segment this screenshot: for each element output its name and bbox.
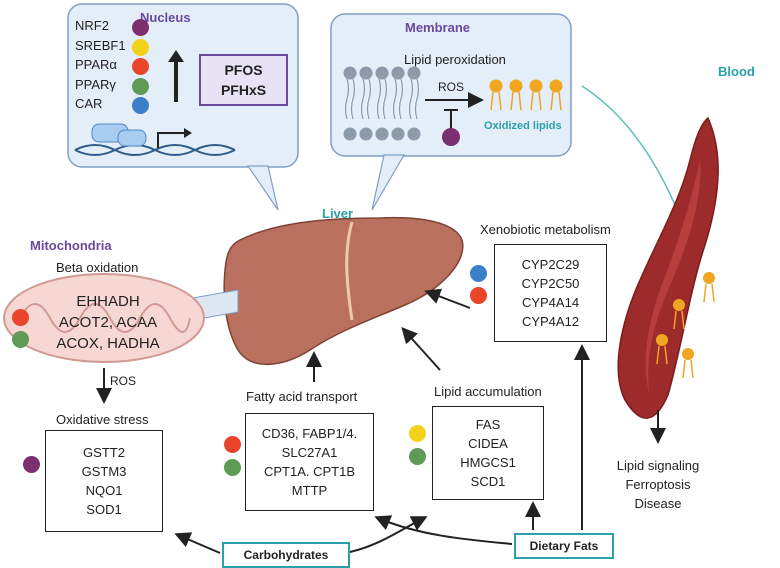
outcome-lipid-signaling: Lipid signaling: [616, 458, 700, 473]
fatty-acid-gene-box: CD36, FABP1/4. SLC27A1 CPT1A. CPT1B MTTP: [245, 413, 374, 511]
liver-title: Liver: [322, 206, 354, 221]
lipid-accumulation-title: Lipid accumulation: [434, 384, 542, 399]
oxidative-gene: NQO1: [85, 483, 123, 498]
lipid-accumulation-gene-box: FAS CIDEA HMGCS1 SCD1: [432, 406, 544, 500]
nucleus-factor-label: PPARγ: [75, 76, 116, 92]
mitochondria-title: Mitochondria: [30, 238, 112, 253]
ppara-dot: [470, 287, 487, 304]
nrf2-dot: [132, 19, 149, 36]
ppara-dot: [132, 58, 149, 75]
dietary-fats-box: Dietary Fats: [514, 533, 614, 559]
pparg-dot: [409, 448, 426, 465]
membrane-title: Membrane: [405, 20, 471, 35]
srebf1-dot: [409, 425, 426, 442]
fatty-gene: CPT1A. CPT1B: [263, 464, 356, 479]
nucleus-factor-label: SREBF1: [75, 37, 126, 53]
mito-ros-label: ROS: [110, 374, 137, 388]
srebf1-dot: [132, 38, 149, 56]
xenobiotic-gene-box: CYP2C29 CYP2C50 CYP4A14 CYP4A12: [494, 244, 607, 342]
xeno-gene: CYP4A12: [521, 314, 580, 329]
fatty-acid-transport-title: Fatty acid transport: [246, 389, 358, 404]
blood-title: Blood: [718, 64, 755, 79]
oxidative-gene: SOD1: [86, 502, 122, 517]
fatty-gene: MTTP: [291, 483, 328, 498]
car-dot: [470, 265, 487, 282]
nucleus-factor-label: PPARα: [75, 57, 117, 72]
xeno-gene: CYP4A14: [521, 295, 580, 310]
oxidized-lipids-label: Oxidized lipids: [484, 120, 562, 132]
outcome-ferroptosis: Ferroptosis: [625, 477, 691, 492]
nucleus-factor-label: CAR: [75, 96, 103, 111]
lipidacc-gene: CIDEA: [468, 436, 508, 451]
lipidacc-gene: FAS: [475, 417, 501, 432]
mito-gene: ACOX, HADHA: [56, 335, 160, 352]
compound-pfos: PFOS: [224, 62, 263, 78]
mitochondria-shape: [3, 273, 239, 404]
ppara-dot: [12, 309, 29, 326]
pparg-dot: [12, 331, 29, 348]
mito-gene: EHHADH: [76, 293, 140, 310]
liver-shape: [223, 216, 464, 365]
nrf2-dot: [23, 456, 40, 473]
car-dot: [132, 97, 149, 114]
blood-vessel: [617, 116, 719, 444]
oxidative-gene: GSTM3: [81, 464, 127, 479]
compound-box: PFOS PFHxS: [199, 54, 288, 106]
xeno-gene: CYP2C29: [521, 257, 580, 272]
lipidacc-gene: HMGCS1: [460, 455, 516, 470]
oxidative-gene-box: GSTT2 GSTM3 NQO1 SOD1: [45, 430, 163, 532]
beta-oxidation-label: Beta oxidation: [56, 260, 139, 275]
oxidative-gene: GSTT2: [83, 445, 125, 460]
fatty-gene: SLC27A1: [281, 445, 338, 460]
carbohydrates-box: Carbohydrates: [222, 542, 350, 568]
membrane-panel: [330, 13, 572, 211]
blood-outcomes: Lipid signaling Ferroptosis Disease: [610, 456, 706, 513]
outcome-disease: Disease: [634, 496, 682, 511]
membrane-subtitle: Lipid peroxidation: [404, 52, 506, 67]
pparg-dot: [224, 459, 241, 476]
nucleus-factor-label: NRF2: [75, 18, 109, 33]
nucleus-title: Nucleus: [140, 10, 191, 25]
mito-gene-list: EHHADH ACOT2, ACAA ACOX, HADHA: [38, 291, 178, 354]
mito-gene: ACOT2, ACAA: [58, 314, 158, 331]
xeno-gene: CYP2C50: [521, 276, 580, 291]
ppara-dot: [224, 436, 241, 453]
oxidative-stress-title: Oxidative stress: [56, 412, 149, 427]
nucleus-panel: [67, 3, 299, 211]
compound-pfhxs: PFHxS: [220, 82, 267, 98]
membrane-ros-label: ROS: [438, 80, 465, 94]
fatty-gene: CD36, FABP1/4.: [261, 426, 358, 441]
xenobiotic-metabolism-title: Xenobiotic metabolism: [480, 222, 611, 237]
lipidacc-gene: SCD1: [470, 474, 506, 489]
pparg-dot: [132, 77, 149, 95]
